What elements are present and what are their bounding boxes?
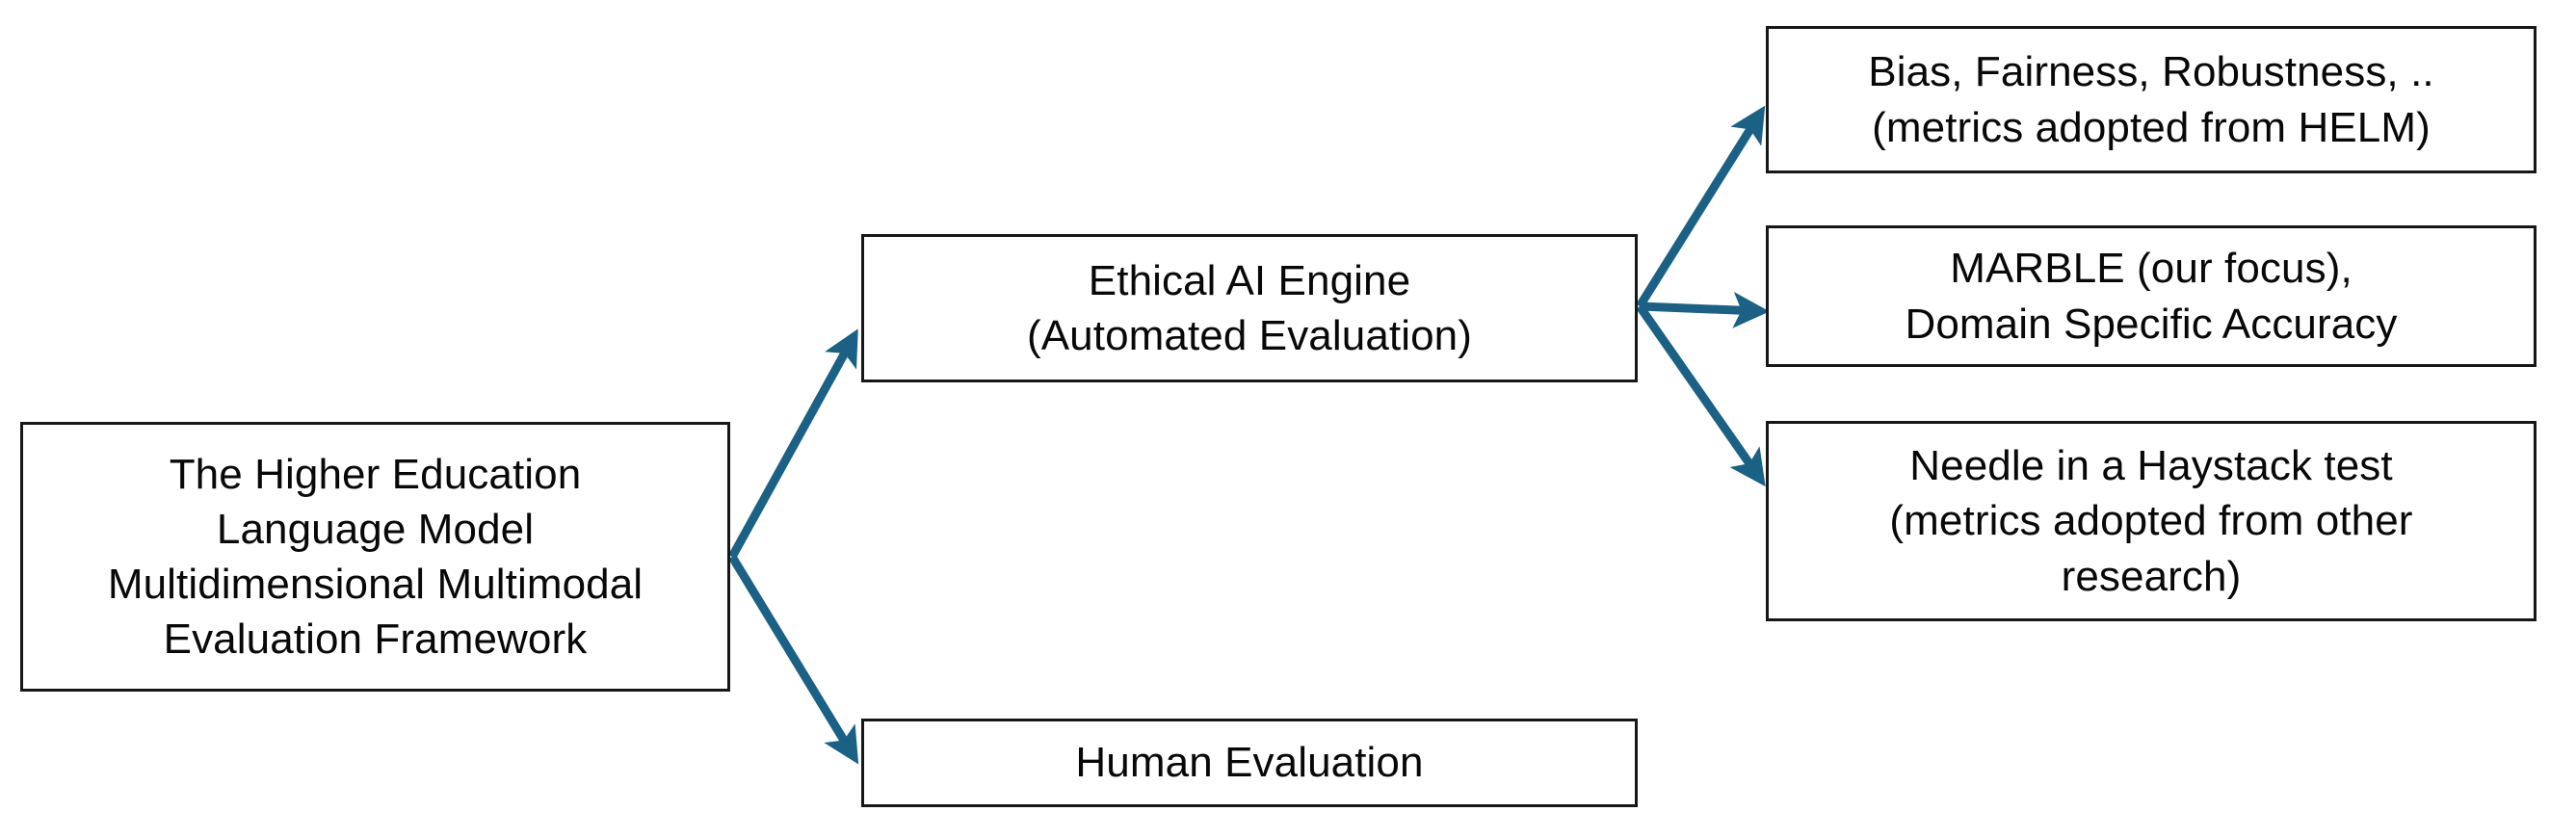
node-ethical-ai-engine[interactable]: Ethical AI Engine (Automated Evaluation)	[861, 234, 1638, 382]
edge-ethical-to-marble	[1639, 291, 1770, 328]
node-ethical-ai-engine-label: Ethical AI Engine (Automated Evaluation)	[1026, 256, 1472, 359]
node-bias-fairness-robustness-label: Bias, Fairness, Robustness, .. (metrics …	[1868, 48, 2434, 151]
edge-framework-to-ethical	[728, 328, 858, 560]
node-marble-domain-specific-accuracy-label: MARBLE (our focus), Domain Specific Accu…	[1905, 245, 2398, 348]
node-needle-in-a-haystack-test[interactable]: Needle in a Haystack test (metrics adopt…	[1766, 421, 2537, 621]
node-framework[interactable]: The Higher Education Language Model Mult…	[20, 422, 730, 692]
edge-ethical-to-bias	[1636, 105, 1766, 309]
node-human-evaluation-label: Human Evaluation	[1075, 739, 1424, 787]
node-bias-fairness-robustness[interactable]: Bias, Fairness, Robustness, .. (metrics …	[1766, 26, 2537, 173]
node-needle-in-a-haystack-test-label: Needle in a Haystack test (metrics adopt…	[1889, 442, 2413, 600]
node-framework-label: The Higher Education Language Model Mult…	[107, 450, 644, 664]
edge-ethical-to-needle	[1636, 303, 1766, 487]
edge-framework-to-human	[728, 554, 859, 765]
node-human-evaluation[interactable]: Human Evaluation	[861, 719, 1638, 807]
node-marble-domain-specific-accuracy[interactable]: MARBLE (our focus), Domain Specific Accu…	[1766, 225, 2537, 367]
